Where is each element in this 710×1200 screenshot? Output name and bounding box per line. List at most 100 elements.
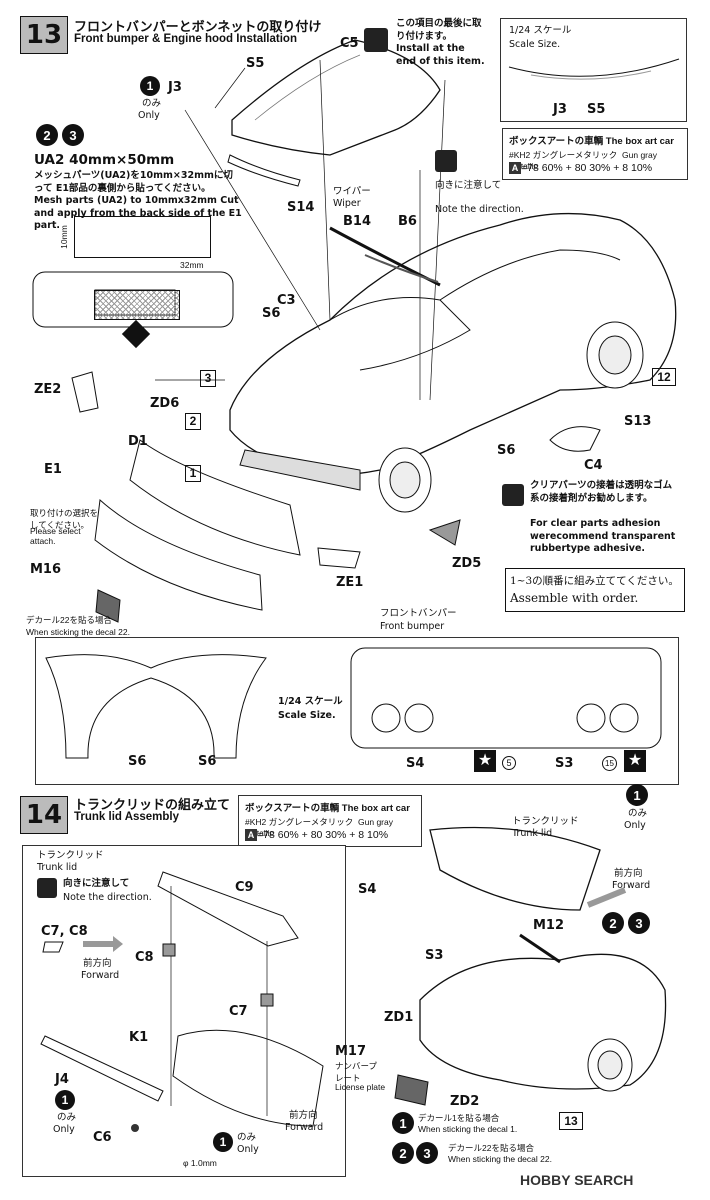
part-c7-label: C7 xyxy=(229,1004,248,1019)
paint-mix: =78 60% + 80 30% + 8 10% xyxy=(521,162,653,174)
part-m17-label: M17 xyxy=(335,1044,367,1059)
front-bumper-jp: フロントバンパー xyxy=(380,608,457,619)
mesh-jp: メッシュパーツ(UA2)を10mm×32mmに切って E1部品の裏側から貼ってく… xyxy=(34,170,233,194)
order-jp: 1~3の順番に組み立ててください。 xyxy=(510,575,679,587)
decal22-2-icon: 2 xyxy=(392,1142,414,1164)
forward14-jp: 前方向 xyxy=(83,958,112,969)
mesh-cut-area xyxy=(74,216,211,258)
forward14-en: Forward xyxy=(81,970,120,981)
part-j3-label: J3 xyxy=(168,80,182,95)
step-13-ref: 13 xyxy=(559,1112,583,1130)
direction-jp: 向きに注意して xyxy=(435,180,502,191)
order-2: 2 xyxy=(185,413,201,430)
decal22b-en: When sticking the decal 22. xyxy=(448,1154,552,1164)
only14-jp: のみ xyxy=(57,1112,77,1123)
drill-size: φ 1.0mm xyxy=(183,1158,217,1168)
part-c7c8-label: C7, C8 xyxy=(41,924,88,939)
part-s3-label: S3 xyxy=(425,948,444,963)
variant14-3-icon: 3 xyxy=(628,912,650,934)
license-en: License plate xyxy=(335,1082,386,1092)
part-k1-label: K1 xyxy=(129,1030,149,1045)
decal22b-jp: デカール22を貼る場合 xyxy=(448,1143,534,1153)
part-c4-label: C4 xyxy=(584,458,603,473)
paint14-mix: =78 60% + 80 30% + 8 10% xyxy=(257,829,389,841)
part-s6b-label: S6 xyxy=(497,443,516,458)
part-s14-label: S14 xyxy=(287,200,315,215)
select-jp: 取り付けの選択をしてください。 xyxy=(30,508,99,530)
step-14-number: 14 xyxy=(20,796,68,834)
license-jp: ナンバープレート xyxy=(335,1061,377,1083)
part-d1-label: D1 xyxy=(128,434,148,449)
variant-3-icon: 3 xyxy=(62,124,84,146)
scale-s5-label: S5 xyxy=(587,102,606,117)
scale-j3-label: J3 xyxy=(553,102,567,117)
scale-s3-label: S3 xyxy=(555,756,574,771)
front-bumper-en: Front bumper xyxy=(380,621,445,632)
scale-view-title-jp: 1/24 スケール xyxy=(278,696,343,707)
order-3: 3 xyxy=(200,370,216,387)
only-jp: のみ xyxy=(142,98,162,109)
note-last-jp: この項目の最後に取り付けます。 xyxy=(396,18,482,42)
only-j4-icon: 1 xyxy=(55,1090,75,1110)
order-en: Assemble with order. xyxy=(510,591,639,605)
clear-jp: クリアパーツの接着は透明なゴム系の接着剤がお勧めします。 xyxy=(530,480,673,504)
select-en: Please select attach. xyxy=(30,526,81,546)
clear-en: For clear parts adhesion werecommend tra… xyxy=(530,518,676,554)
part-zd5-label: ZD5 xyxy=(452,556,482,571)
step-13-number: 13 xyxy=(20,16,68,54)
trunk-jp: トランクリッド xyxy=(37,850,104,861)
trunk-assembly-panel: トランクリッド Trunk lid 向きに注意して Note the direc… xyxy=(22,845,346,1177)
forward14b-en: Forward xyxy=(285,1122,324,1133)
direction-icon xyxy=(435,150,457,172)
variant14-2-icon: 2 xyxy=(602,912,624,934)
part-e1-label: E1 xyxy=(44,462,62,477)
mesh-panel: 2 3 UA2 40mm×50mm メッシュパーツ(UA2)を10mm×32mm… xyxy=(30,120,245,360)
decal22-3-icon: 3 xyxy=(416,1142,438,1164)
decal22-jp: デカール22を貼る場合 xyxy=(26,615,112,625)
scale-panel: 1/24 スケール Scale Size. J3 S5 xyxy=(500,18,687,122)
mesh-en: Mesh parts (UA2) to 10mmx32mm Cut and ap… xyxy=(34,195,242,231)
paint-jp: #KH2 ガングレーメタリック xyxy=(509,150,618,160)
part-zd1-label: ZD1 xyxy=(384,1010,414,1025)
part-s6-label: S6 xyxy=(262,306,281,321)
part-m16-label: M16 xyxy=(30,562,62,577)
only14-en: Only xyxy=(53,1124,75,1135)
trunk14-en: Trunk lid xyxy=(512,828,553,839)
clear-glue-icon xyxy=(502,484,524,506)
only-1-icon: 1 xyxy=(140,76,160,96)
part-m12-label: M12 xyxy=(533,918,565,933)
part-c9-label: C9 xyxy=(235,880,254,895)
scale-view-title-en: Scale Size. xyxy=(278,710,336,721)
decal-15-tag: 15 xyxy=(602,756,617,771)
part-ze1-label: ZE1 xyxy=(336,575,364,590)
part-s13-label: S13 xyxy=(624,414,652,429)
glue-icon xyxy=(364,28,388,52)
scale-s4-label: S4 xyxy=(406,756,425,771)
decal22-en: When sticking the decal 22. xyxy=(26,627,130,637)
only-1-icon-b: 1 xyxy=(626,784,648,806)
part-s4-label: S4 xyxy=(358,882,377,897)
scale-title-en: Scale Size. xyxy=(509,39,561,50)
part-b14-label: B14 xyxy=(343,214,371,229)
decal1-en: When sticking the decal 1. xyxy=(418,1124,518,1134)
scale-title-jp: 1/24 スケール xyxy=(509,25,572,36)
order-1: 1 xyxy=(185,465,201,482)
boxart-panel-14: ボックスアートの車輌 The box art car #KH2 ガングレーメタリ… xyxy=(238,795,422,847)
star-icon-2: ★ xyxy=(624,750,646,772)
mesh-dim-32: 32mm xyxy=(180,260,204,270)
boxart-jp: ボックスアートの車輌 xyxy=(509,136,604,147)
scale-s6a-label: S6 xyxy=(128,754,147,769)
paint14-en: Gun gray metallic xyxy=(245,817,393,838)
paint-en: Gun gray metallic xyxy=(509,150,657,171)
decal1-jp: デカール1を貼る場合 xyxy=(418,1113,500,1123)
star-icon: ★ xyxy=(474,750,496,772)
decal1-icon: 1 xyxy=(392,1112,414,1134)
paint14-jp: #KH2 ガングレーメタリック xyxy=(245,817,354,827)
part-zd2-label: ZD2 xyxy=(450,1094,480,1109)
only14b-en: Only xyxy=(237,1144,259,1155)
trunk-en: Trunk lid xyxy=(37,862,78,873)
boxart14-en: The box art car xyxy=(341,803,410,814)
mesh-title: UA2 40mm×50mm xyxy=(34,152,175,168)
part-b6-label: B6 xyxy=(398,214,417,229)
